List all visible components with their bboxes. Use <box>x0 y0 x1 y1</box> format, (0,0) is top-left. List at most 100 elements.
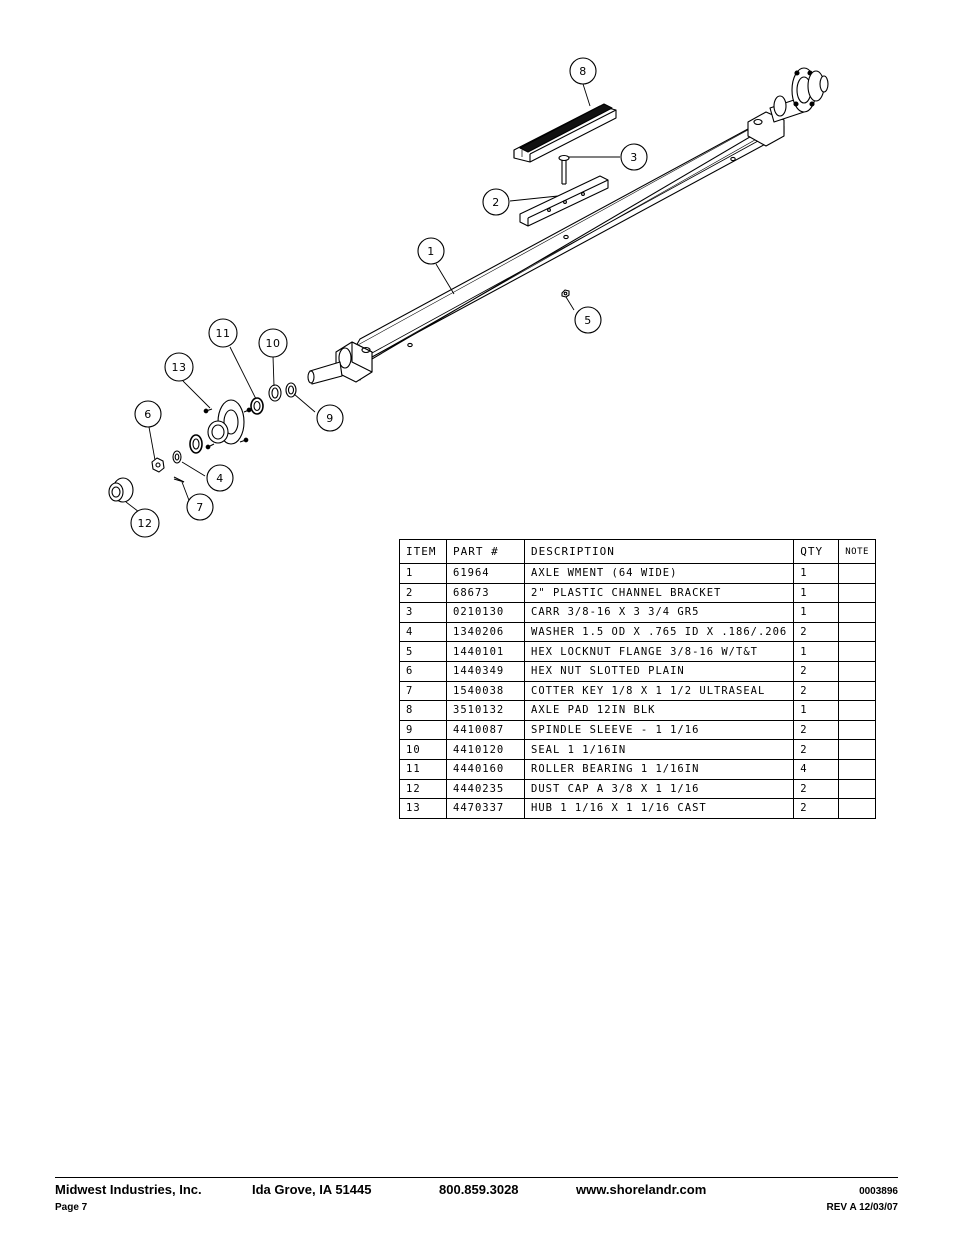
footer-company: Midwest Industries, Inc. <box>55 1182 202 1197</box>
row-note <box>838 739 876 760</box>
spindle-sleeve <box>285 382 297 398</box>
row-item: 9 <box>399 719 447 741</box>
row-qty: 2 <box>793 719 840 741</box>
axle-exploded-diagram: 8 3 2 1 5 11 10 13 9 6 4 7 <box>108 57 829 538</box>
row-qty: 2 <box>793 680 840 702</box>
row-item: 12 <box>399 778 447 800</box>
hex-locknut-flange <box>561 289 570 298</box>
row-item: 10 <box>399 739 447 760</box>
row-part-number: 4410120 <box>446 739 525 760</box>
row-part-number: 1440349 <box>446 660 525 682</box>
row-qty: 1 <box>793 602 840 623</box>
svg-text:6: 6 <box>144 408 152 421</box>
footer-revision: REV A 12/03/07 <box>826 1202 898 1213</box>
row-description: SPINDLE SLEEVE - 1 1/16 <box>523 719 795 741</box>
row-description: SEAL 1 1/16IN <box>523 739 795 760</box>
footer-website: www.shorelandr.com <box>576 1182 707 1197</box>
row-description: WASHER 1.5 OD X .765 ID X .186/.206 <box>523 621 795 643</box>
callout-6: 6 <box>134 400 162 428</box>
roller-bearing-inner <box>189 434 203 454</box>
svg-text:7: 7 <box>196 501 204 514</box>
header-item: ITEM <box>399 539 447 564</box>
footer-location: Ida Grove, IA 51445 <box>252 1182 372 1197</box>
row-item: 3 <box>399 602 447 623</box>
row-description: ROLLER BEARING 1 1/16IN <box>523 758 795 780</box>
row-part-number: 3510132 <box>446 700 525 721</box>
row-item: 11 <box>399 758 447 780</box>
row-note <box>838 700 876 721</box>
table-header-row: ITEM PART # DESCRIPTION QTY NOTE <box>399 539 876 564</box>
row-item: 7 <box>399 680 447 702</box>
row-item: 2 <box>399 582 447 604</box>
row-qty: 4 <box>793 758 840 780</box>
row-description: DUST CAP A 3/8 X 1 1/16 <box>523 778 795 800</box>
row-description: COTTER KEY 1/8 X 1 1/2 ULTRASEAL <box>523 680 795 702</box>
row-note <box>838 621 876 643</box>
callout-10: 10 <box>258 328 288 358</box>
svg-text:9: 9 <box>326 412 334 425</box>
row-note <box>838 660 876 682</box>
slotted-hex-nut <box>151 457 165 473</box>
row-note <box>838 680 876 702</box>
row-part-number: 4440235 <box>446 778 525 800</box>
row-note <box>838 602 876 623</box>
svg-text:12: 12 <box>138 517 153 530</box>
header-note: NOTE <box>838 539 876 564</box>
row-description: HEX LOCKNUT FLANGE 3/8-16 W/T&T <box>523 641 795 662</box>
row-description: AXLE PAD 12IN BLK <box>523 700 795 721</box>
callout-11: 11 <box>208 318 238 348</box>
row-qty: 2 <box>793 798 840 819</box>
axle-weldment <box>307 67 829 385</box>
header-part-number: PART # <box>446 539 525 564</box>
row-description: HUB 1 1/16 X 1 1/16 CAST <box>523 798 795 819</box>
row-qty: 2 <box>793 621 840 643</box>
row-qty: 2 <box>793 778 840 800</box>
row-item: 13 <box>399 798 447 819</box>
callout-13: 13 <box>164 352 194 382</box>
callout-2: 2 <box>482 188 510 216</box>
callout-5: 5 <box>574 306 602 334</box>
row-part-number: 0210130 <box>446 602 525 623</box>
washer <box>172 450 182 464</box>
row-item: 5 <box>399 641 447 662</box>
row-note <box>838 758 876 780</box>
row-note <box>838 582 876 604</box>
row-note <box>838 641 876 662</box>
row-part-number: 61964 <box>446 563 525 584</box>
roller-bearing-outer <box>250 397 264 415</box>
callout-4: 4 <box>206 464 234 492</box>
row-item: 8 <box>399 700 447 721</box>
callout-1: 1 <box>417 237 445 265</box>
callout-7: 7 <box>186 493 214 521</box>
row-note <box>838 719 876 741</box>
row-part-number: 4470337 <box>446 798 525 819</box>
row-note <box>838 798 876 819</box>
footer-divider <box>55 1177 898 1178</box>
row-part-number: 1540038 <box>446 680 525 702</box>
svg-text:5: 5 <box>584 314 592 327</box>
svg-text:8: 8 <box>579 65 587 78</box>
footer-page-number: Page 7 <box>55 1202 88 1213</box>
row-part-number: 1440101 <box>446 641 525 662</box>
seal <box>268 384 282 402</box>
row-part-number: 68673 <box>446 582 525 604</box>
svg-text:11: 11 <box>216 327 231 340</box>
header-description: DESCRIPTION <box>523 539 795 564</box>
carriage-bolt <box>558 154 570 185</box>
row-part-number: 1340206 <box>446 621 525 643</box>
row-item: 6 <box>399 660 447 682</box>
row-note <box>838 563 876 584</box>
